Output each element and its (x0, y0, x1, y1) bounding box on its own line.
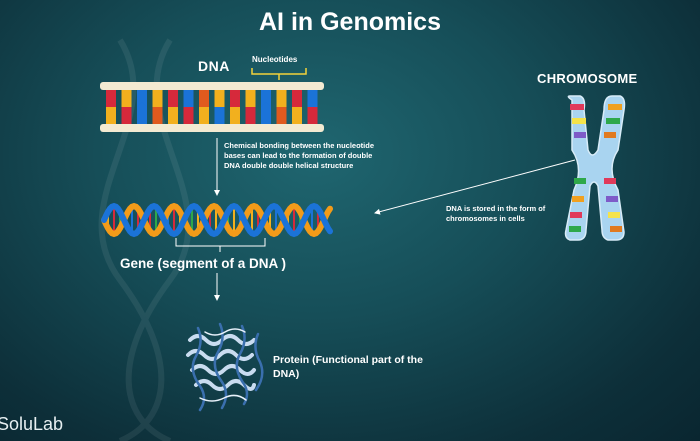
nucleotide-bond (137, 102, 147, 107)
nucleotide-bond (106, 102, 116, 107)
chromosome-label: CHROMOSOME (537, 71, 638, 86)
chromosome-band (570, 212, 582, 218)
page-title: AI in Genomics (259, 8, 441, 36)
nucleotide-bond (183, 102, 194, 107)
chromosome-band (604, 178, 616, 184)
nucleotide-base-top (214, 90, 225, 107)
nucleotide-base-top (152, 90, 163, 107)
bonding-description: Chemical bonding between the nucleotide … (224, 141, 375, 170)
nucleotide-base-top (121, 90, 132, 107)
nucleotides-bracket (251, 68, 307, 80)
nucleotide-base-bottom (245, 107, 256, 124)
nucleotide-base-bottom (214, 107, 225, 124)
chromosome-band (572, 118, 586, 124)
nucleotide-base-top (261, 90, 271, 107)
nucleotides-label: Nucleotides (252, 55, 298, 64)
nucleotide-base-bottom (276, 107, 287, 124)
nucleotide-bond (230, 102, 240, 107)
nucleotide-bond (276, 102, 287, 107)
nucleotide-base-bottom (183, 107, 194, 124)
nucleotide-base-top (168, 90, 178, 107)
protein-description: Protein (Functional part of the DNA) (273, 354, 423, 380)
chromosome-icon (564, 95, 626, 241)
nucleotide-base-top (183, 90, 194, 107)
nucleotide-base-bottom (168, 107, 178, 124)
nucleotide-base-top (106, 90, 116, 107)
nucleotide-base-bottom (121, 107, 132, 124)
chromosome-band (574, 178, 586, 184)
nucleotide-bond (214, 102, 225, 107)
nucleotide-base-top (276, 90, 287, 107)
chromosome-band (569, 226, 581, 232)
nucleotide-base-bottom (152, 107, 163, 124)
chromosome-band (574, 132, 586, 138)
chromosome-band (606, 196, 618, 202)
nucleotide-bond (261, 102, 271, 107)
nucleotide-bond (199, 102, 209, 107)
nucleotide-base-bottom (230, 107, 240, 124)
nucleotide-base-top (307, 90, 318, 107)
nucleotide-bond (307, 102, 318, 107)
nucleotide-base-bottom (199, 107, 209, 124)
gene-label: Gene (segment of a DNA ) (120, 256, 287, 271)
nucleotide-bond (168, 102, 178, 107)
chromosome-band (608, 104, 622, 110)
nucleotide-bond (245, 102, 256, 107)
chromosome-band (606, 118, 620, 124)
nucleotide-base-top (230, 90, 240, 107)
chromosome-band (570, 104, 584, 110)
nucleotide-base-top (245, 90, 256, 107)
arrow-chromosome-to-helix (374, 159, 576, 215)
nucleotide-base-bottom (292, 107, 302, 124)
storage-description: DNA is stored in the form of chromosomes… (446, 204, 546, 223)
double-helix-icon (101, 202, 333, 238)
chromosome-band (608, 212, 620, 218)
nucleotide-base-bottom (137, 107, 147, 124)
nucleotide-bond (121, 102, 132, 107)
protein-ribbon-icon (186, 322, 264, 412)
nucleotide-bond (292, 102, 302, 107)
chromosome-band (572, 196, 584, 202)
nucleotide-base-top (199, 90, 209, 107)
nucleotide-base-top (292, 90, 302, 107)
nucleotide-base-bottom (106, 107, 116, 124)
brand-logo-text: SoluLab (0, 414, 64, 434)
chromosome-band (610, 226, 622, 232)
nucleotide-bond (152, 102, 163, 107)
nucleotide-base-bottom (307, 107, 318, 124)
dna-ladder-icon (100, 82, 324, 132)
nucleotide-base-bottom (261, 107, 271, 124)
chromosome-band (604, 132, 616, 138)
dna-label: DNA (198, 58, 230, 74)
gene-bracket (175, 238, 266, 252)
nucleotide-base-top (137, 90, 147, 107)
